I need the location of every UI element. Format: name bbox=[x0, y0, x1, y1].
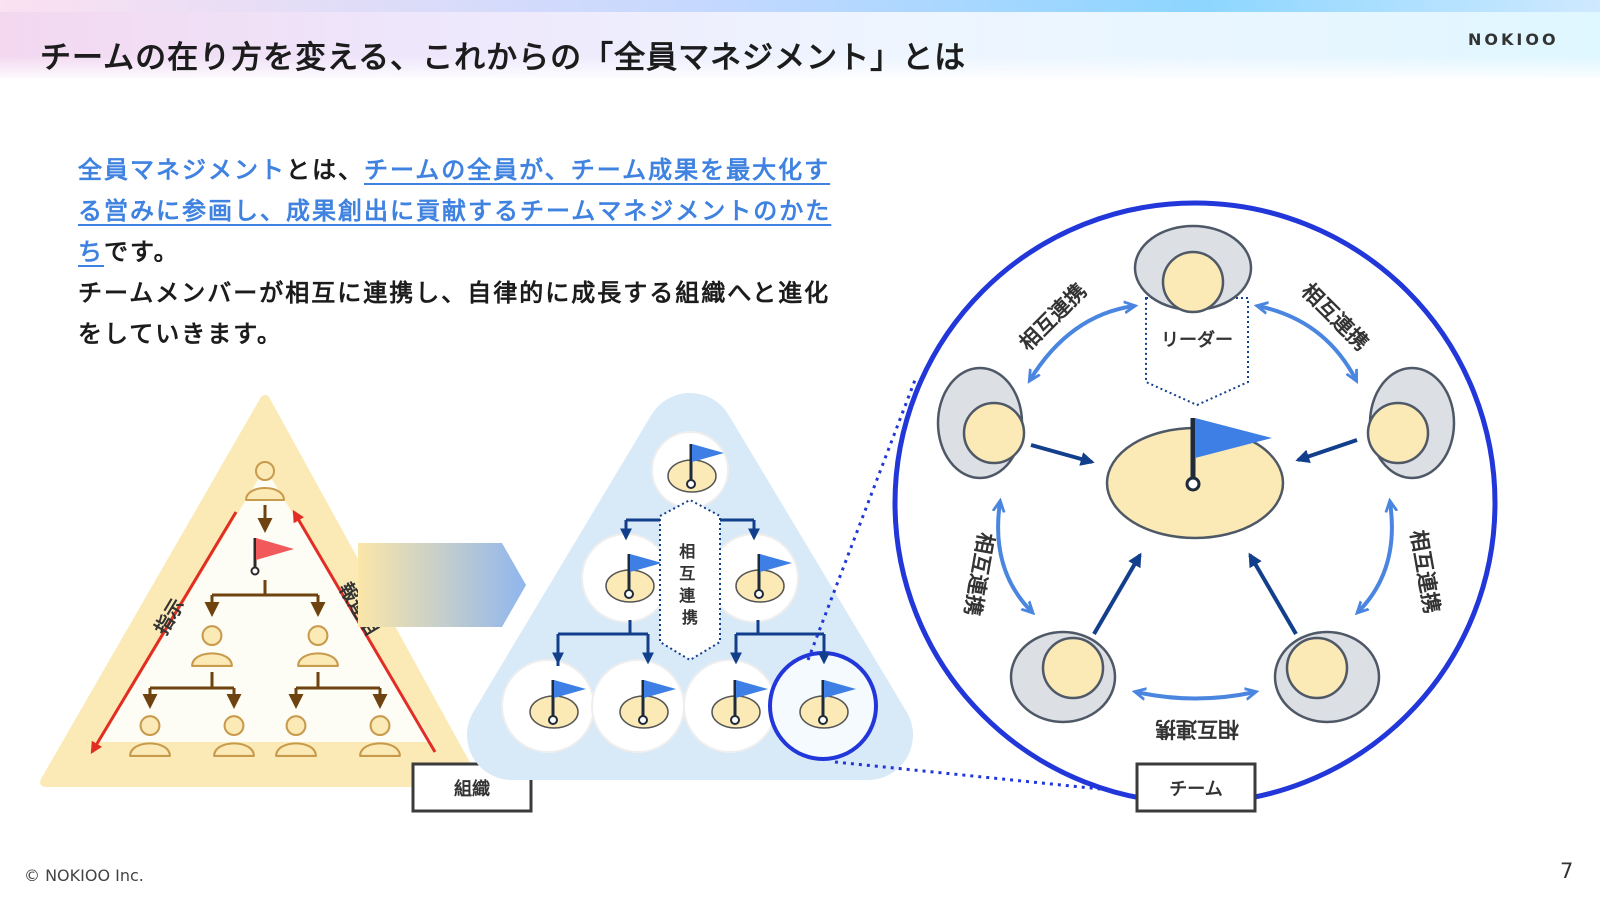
nokioo-logo: NOKIOO bbox=[1468, 30, 1559, 49]
copyright: © NOKIOO Inc. bbox=[24, 866, 144, 885]
goal-flag-icon bbox=[1185, 418, 1272, 492]
text-segment: とは、 bbox=[286, 156, 364, 184]
zoom-line bbox=[834, 760, 1141, 795]
gradient-strip bbox=[0, 0, 1600, 12]
team-pyramid: 相 互 連 携 bbox=[467, 393, 913, 780]
team-label: チーム bbox=[1169, 779, 1222, 800]
body-text: 全員マネジメントとは、チームの全員が、チーム成果を最大化する営みに参画し、成果創… bbox=[78, 150, 838, 355]
member-leader bbox=[1133, 224, 1253, 314]
header-fade bbox=[0, 56, 1600, 82]
member-right bbox=[1366, 366, 1456, 480]
transition-arrow bbox=[358, 543, 526, 627]
zoom-line bbox=[806, 379, 917, 661]
page-number: 7 bbox=[1560, 859, 1574, 883]
member-bottom-left bbox=[1009, 630, 1117, 724]
instruction-arrow bbox=[90, 511, 238, 755]
team-label-box bbox=[1135, 762, 1257, 813]
member-left bbox=[936, 366, 1026, 480]
text-segment: です。 bbox=[104, 238, 180, 266]
leader-label: リーダー bbox=[1161, 329, 1233, 351]
definition-highlight: チームの全員が、チーム成果を最大化する営みに参画し、成果創出に貢献するチームマネ… bbox=[78, 156, 832, 266]
hierarchy-pyramid: 指示 報連相 bbox=[40, 395, 480, 787]
mutual-label: 相互連携 bbox=[1155, 717, 1239, 741]
team-detail-circle: リーダー bbox=[892, 200, 1498, 806]
slide-title: チームの在り方を変える、これからの「全員マネジメント」とは bbox=[40, 40, 967, 76]
red-flag-icon bbox=[250, 538, 294, 576]
organization-label: 組織 bbox=[454, 778, 490, 800]
keyword-zenin-management: 全員マネジメント bbox=[78, 156, 286, 184]
description-paragraph: チームメンバーが相互に連携し、自律的に成長する組織へと進化をしていきます。 bbox=[78, 279, 831, 348]
report-arrow bbox=[292, 509, 437, 753]
mutual-collaboration-label: 相 互 連 携 bbox=[679, 542, 701, 627]
member-bottom-right bbox=[1273, 630, 1381, 724]
